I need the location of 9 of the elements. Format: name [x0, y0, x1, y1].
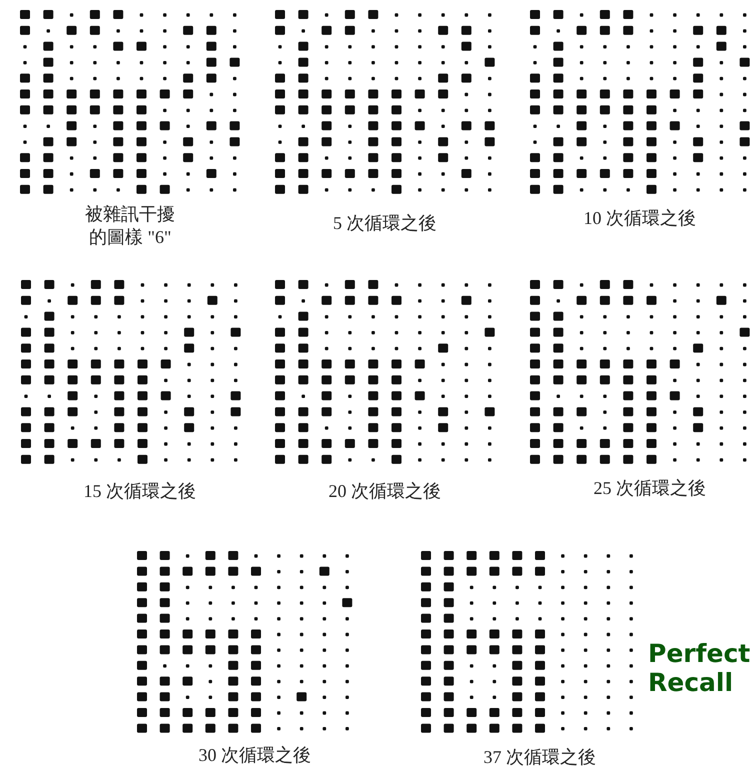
- caption: 37 次循環之後: [484, 746, 596, 768]
- caption: 5 次循環之後: [333, 212, 436, 234]
- caption: 30 次循環之後: [198, 744, 311, 766]
- caption: 被雜訊干擾的圖樣 "6": [84, 203, 176, 248]
- caption: 20 次循環之後: [328, 480, 441, 502]
- caption: 15 次循環之後: [84, 480, 196, 502]
- result-note: Perfect Recall: [648, 640, 752, 698]
- caption: 25 次循環之後: [594, 477, 706, 500]
- caption: 10 次循環之後: [584, 207, 696, 230]
